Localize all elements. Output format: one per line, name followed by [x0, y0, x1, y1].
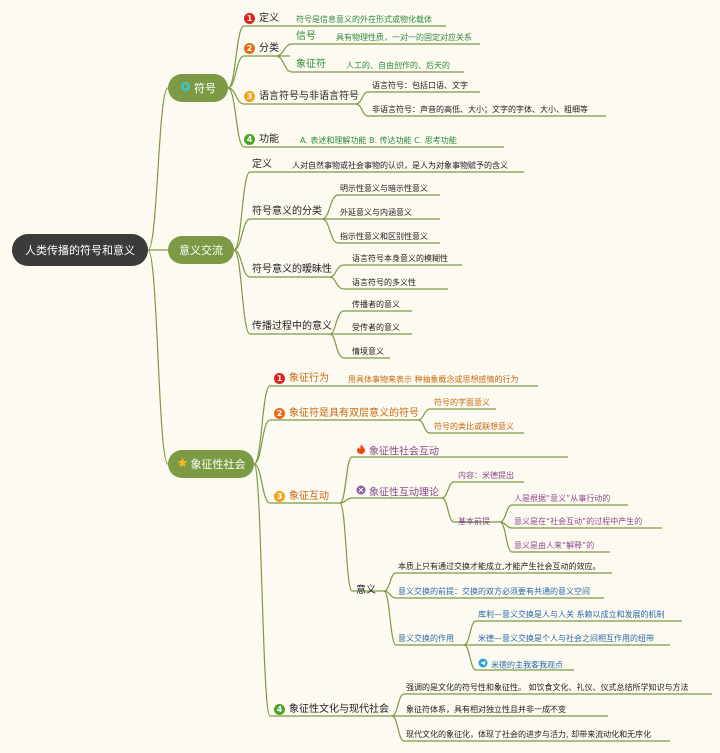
meaning-class-item: 明示性意义与暗示性意义 [340, 184, 428, 193]
process-item: 传播者的意义 [352, 300, 400, 309]
number-1-badge: 1 [244, 12, 255, 24]
meaning-in-process[interactable]: 传播过程中的意义 [252, 321, 332, 332]
premise-item: 意义是在“社会互动”的过程中产生的 [514, 517, 643, 526]
meaning-ambiguity[interactable]: 符号意义的暧昧性 [252, 264, 332, 275]
dual-meaning-item: 符号的字面意义 [434, 398, 490, 407]
signal-text: 具有物理性质，一对一的固定对应关系 [336, 33, 472, 42]
meaning-definition[interactable]: 定义 [252, 159, 272, 170]
ambiguity-item: 语言符号本身意义的模糊性 [352, 254, 448, 263]
ambiguity-item: 语言符号的多义性 [352, 278, 416, 287]
number-4-badge: 4 [244, 133, 255, 145]
flame-icon [356, 444, 366, 459]
branch-society-label: 象征性社会 [190, 458, 246, 471]
verbal-text: 语言符号：包括口语、文字 [372, 81, 468, 90]
branch-meaning[interactable]: 意义交流 [168, 236, 234, 264]
dual-meaning-item: 符号的类比或联想意义 [434, 422, 514, 431]
meaning-definition-text: 人对自然事物或社会事物的认识，是人为对象事物赋予的含义 [292, 161, 508, 170]
symbol-function-text: A. 表述和理解功能 B. 传达功能 C. 思考功能 [300, 136, 457, 145]
number-2-badge: 2 [244, 42, 255, 54]
star-icon [176, 457, 188, 471]
significance-label[interactable]: 意义 [356, 585, 376, 596]
function-item: 米德—意义交换是个人与社会之间相互作用的纽带 [478, 634, 654, 643]
modern-item: 象征符体系，具有相对独立性且并非一成不变 [406, 705, 566, 714]
significance-function[interactable]: 意义交换的作用 [398, 634, 454, 643]
modern-item: 现代文化的象征化，体现了社会的进步与活力, 却带来流动化和无序化 [406, 730, 652, 739]
symbol-definition-text: 符号是信息意义的外在形式或物化载体 [296, 15, 432, 24]
basic-premise-label[interactable]: 基本前提 [458, 517, 490, 526]
symbol-sign-text: 人工的、自由创作的、后天的 [346, 61, 450, 70]
premise-item: 意义是由人来“解释”的 [514, 541, 595, 550]
premise-item: 人是根据“意义”从事行动的 [514, 494, 611, 503]
significance-premise: 意义交换的前提：交换的双方必须要有共通的意义空间 [398, 587, 590, 596]
symbolic-act-text: 用具体事物来表示 种抽象概念或思想感情的行为 [348, 375, 519, 384]
nonverbal-text: 非语言符号：声音的高低、大小；文字的字体、大小、粗细等 [372, 105, 588, 114]
number-3-badge: 3 [244, 90, 255, 102]
number-4-badge: 4 [274, 703, 285, 715]
modern-item: 强调的是文化的符号性和象征性。 如饮食文化、礼仪、仪式总结所学知识与方法 [406, 683, 689, 692]
process-item: 受传者的意义 [352, 323, 400, 332]
symbolic-social-interaction[interactable]: 象征性社会互动 [356, 444, 439, 460]
meaning-class-item: 指示性意义和区别性意义 [340, 232, 428, 241]
branch-symbol-label: 符号 [194, 82, 216, 95]
symbolic-interaction-theory[interactable]: 象征性互动理论 [356, 485, 439, 501]
number-2-badge: 2 [274, 407, 285, 419]
meaning-classification[interactable]: 符号意义的分类 [252, 206, 322, 217]
process-item: 情境意义 [352, 347, 384, 356]
function-item-telegram: 米德的主我客我观点 [478, 658, 563, 672]
root-node[interactable]: 人类传播的符号和意义 [12, 234, 148, 266]
branch-symbol[interactable]: 符号 [168, 74, 228, 102]
branch-symbolic-society[interactable]: 象征性社会 [168, 450, 254, 478]
scissors-icon [356, 485, 366, 500]
number-1-badge: 1 [274, 372, 285, 384]
gear-icon [180, 81, 191, 95]
number-3-badge: 3 [274, 490, 285, 502]
telegram-icon [478, 658, 488, 672]
meaning-class-item: 外延意义与内涵意义 [340, 208, 412, 217]
function-item: 库利—意义交换是人与人关 系赖以成立和发展的机制 [478, 610, 665, 619]
theory-content: 内容：米德提出 [458, 471, 514, 480]
significance-essence: 本质上只有通过交换才能成立,才能产生社会互动的效应。 [398, 562, 601, 571]
symbol-sign-label[interactable]: 象征符 [296, 59, 326, 70]
signal-label[interactable]: 信号 [296, 31, 316, 42]
